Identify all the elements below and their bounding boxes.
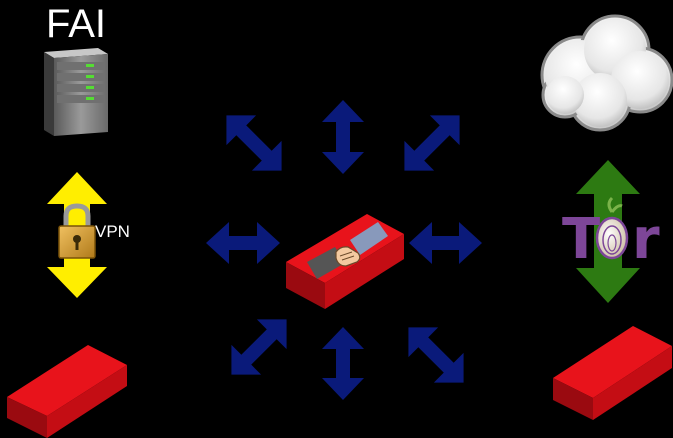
brick-left xyxy=(7,345,127,438)
isp-label: FAI xyxy=(46,2,107,46)
arrow-bottom xyxy=(322,327,364,400)
handshake-icon xyxy=(307,222,388,279)
tor-logo-r: r xyxy=(632,207,660,272)
tor-onion-icon xyxy=(595,196,629,260)
arrow-right xyxy=(409,222,482,264)
arrow-bottom-right xyxy=(408,327,464,383)
arrow-top-left xyxy=(226,115,282,171)
padlock-icon xyxy=(58,203,96,259)
arrow-top-right xyxy=(404,115,460,171)
tor-logo: T r xyxy=(562,196,660,272)
arrow-bottom-left xyxy=(231,319,287,375)
arrow-top xyxy=(322,100,364,174)
center-arrows xyxy=(206,100,482,400)
brick-right xyxy=(553,326,672,420)
cloud-icon xyxy=(540,14,673,132)
vpn-label: VPN xyxy=(95,222,130,241)
tor-logo-t: T xyxy=(562,207,600,272)
server-icon xyxy=(44,48,108,136)
arrow-left xyxy=(206,222,280,264)
